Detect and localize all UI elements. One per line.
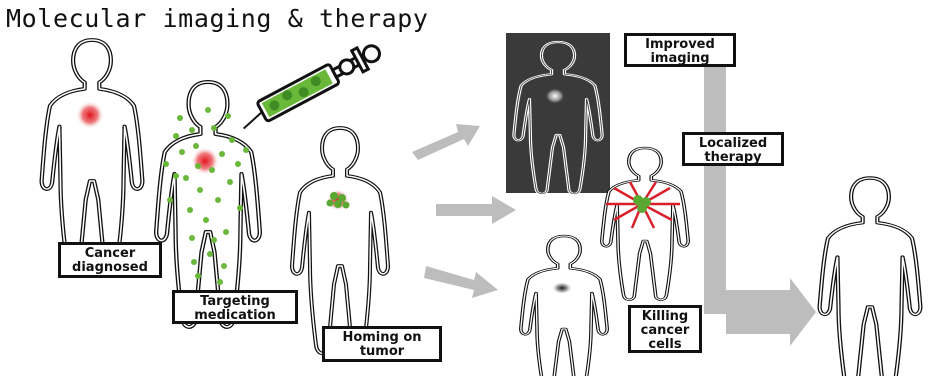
person-lower — [521, 236, 607, 376]
syringe-icon — [235, 39, 384, 133]
arrow-right-icon — [436, 196, 516, 224]
vertical-flow-bar — [704, 64, 726, 314]
tumor-glow — [76, 101, 104, 129]
person-cured — [820, 178, 921, 376]
person-therapy — [602, 148, 688, 300]
label-localized-therapy: Localized therapy — [682, 132, 784, 166]
label-homing-on-tumor: Homing on tumor — [322, 326, 442, 362]
person-diagnosed — [42, 40, 143, 270]
arrow-up-icon — [412, 124, 480, 160]
imaging-glow — [545, 88, 565, 104]
imaging-spot — [552, 282, 572, 294]
scan-panel — [506, 33, 610, 193]
person-targeting — [156, 39, 384, 327]
label-killing-cancer-cells: Killing cancer cells — [628, 305, 702, 353]
label-improved-imaging: Improved imaging — [624, 33, 736, 67]
label-targeting-medication: Targeting medication — [172, 290, 298, 324]
arrow-down-icon — [424, 266, 498, 298]
person-homing — [292, 128, 388, 353]
arrow-to-cured-icon — [726, 278, 816, 346]
label-cancer-diagnosed: Cancer diagnosed — [58, 242, 162, 278]
